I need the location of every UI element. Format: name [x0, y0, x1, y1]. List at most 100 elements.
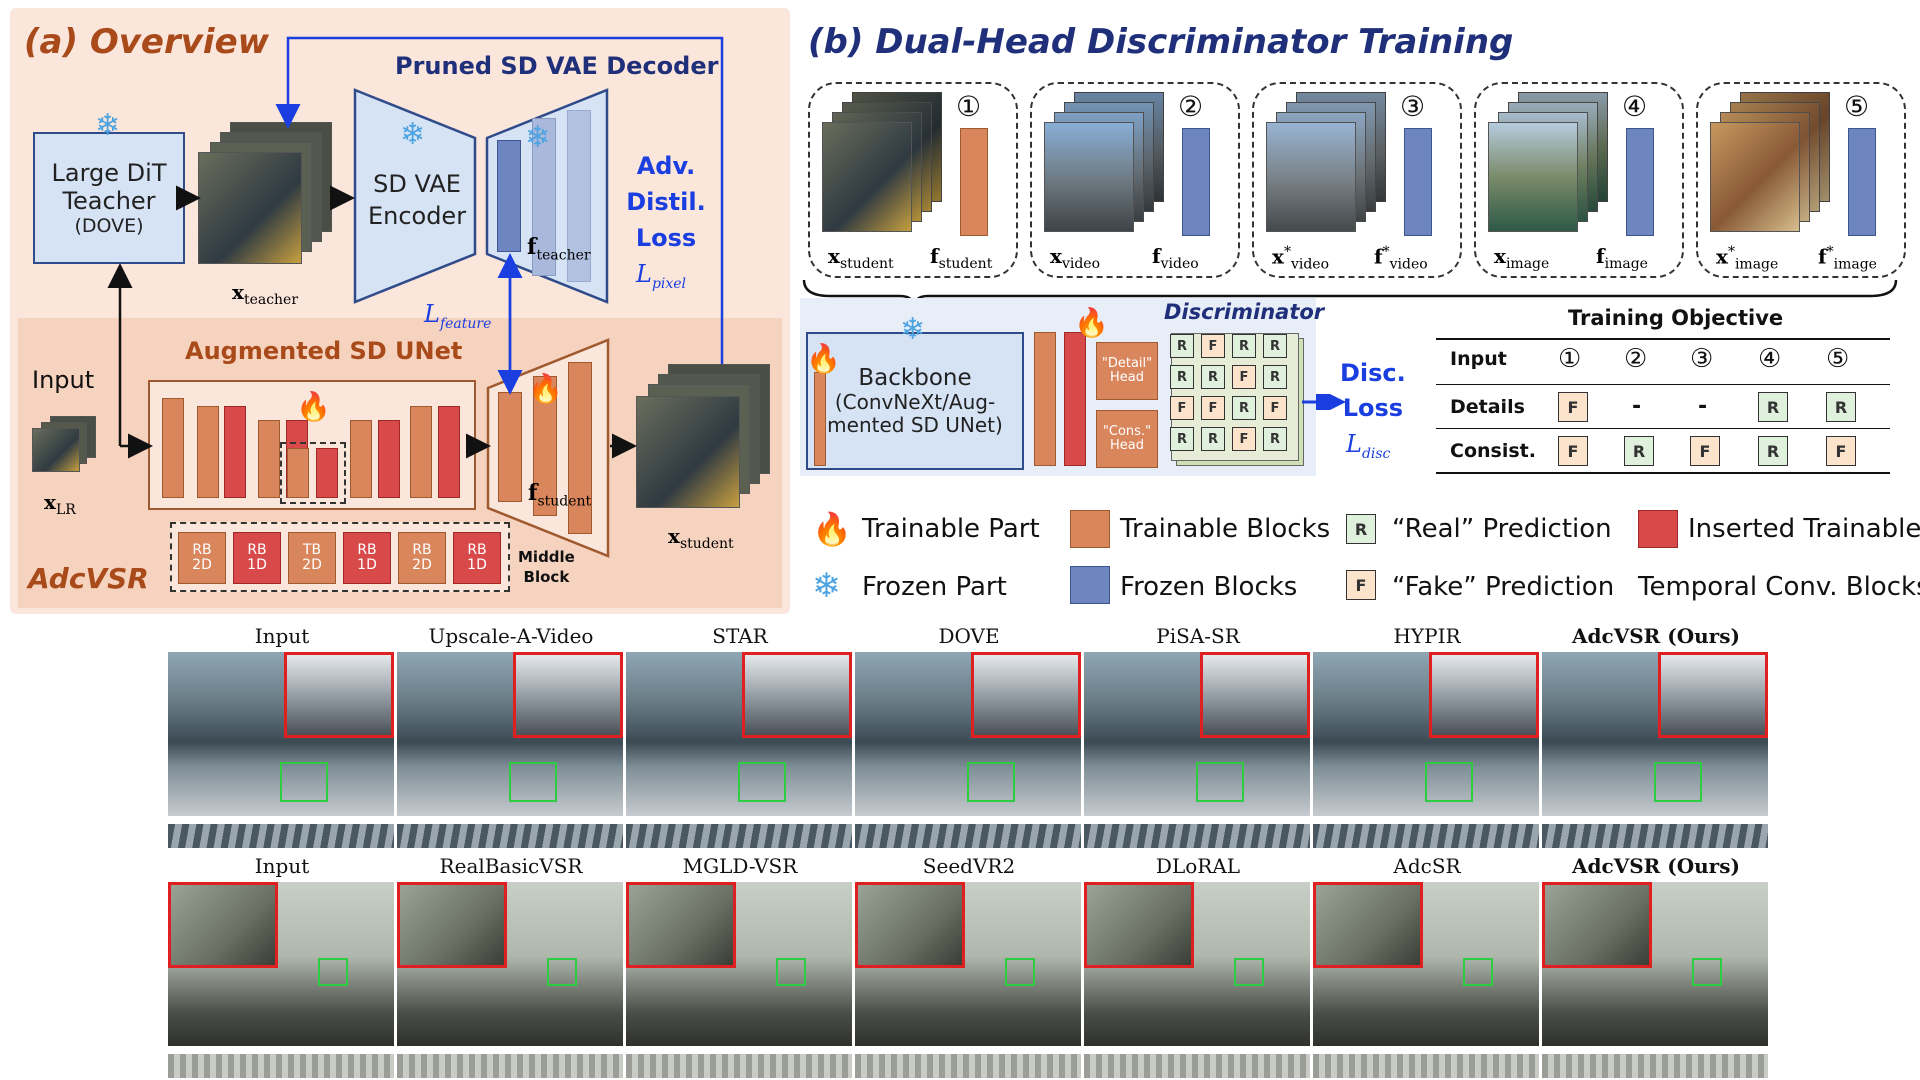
- legend-real-pred: “Real” Prediction: [1392, 514, 1612, 544]
- zoom-region: [1005, 958, 1035, 986]
- input-frames-2: [1044, 92, 1164, 238]
- objective-header-4: ④: [1758, 344, 1782, 374]
- fire-icon: 🔥: [1074, 306, 1109, 339]
- disc-loss: Disc. Loss: [1340, 359, 1406, 422]
- panel-b-title: (b) Dual-Head Discriminator Training: [808, 22, 1514, 62]
- grid-cell: F: [1232, 427, 1256, 451]
- snowflake-icon: ❄: [900, 312, 926, 347]
- input-frames-4: [1488, 92, 1608, 238]
- grid-cell: R: [1263, 365, 1287, 389]
- unet-block: [378, 420, 400, 498]
- zoom-region: [776, 958, 806, 986]
- objective-rule-mid2: [1436, 428, 1890, 429]
- input-frames-1: [822, 92, 942, 238]
- objective-cell: R: [1624, 436, 1654, 466]
- snowflake-icon: ❄: [400, 117, 426, 152]
- objective-cell: F: [1690, 436, 1720, 466]
- L-feature-label: Lfeature: [424, 300, 492, 332]
- disc-block: [1034, 332, 1056, 466]
- L-disc-label: Ldisc: [1346, 430, 1391, 462]
- method-header: HYPIR: [1393, 624, 1461, 648]
- method-header: STAR: [712, 624, 768, 648]
- panel-a-arrows: [107, 36, 724, 459]
- middle-block-outline: [280, 442, 346, 504]
- feature-bar-4: [1626, 128, 1654, 236]
- zoom-region: [1425, 762, 1473, 802]
- grid-cell: R: [1201, 427, 1225, 451]
- unet-block: [224, 406, 246, 498]
- input-group-4: [1474, 82, 1684, 278]
- input-group-1: [808, 82, 1018, 278]
- fire-icon: 🔥: [296, 390, 331, 423]
- temporal-profile: [1313, 824, 1539, 848]
- input-number-3: ③: [1400, 90, 1426, 123]
- detail-head: "Detail" Head: [1096, 342, 1158, 400]
- zoom-region: [1692, 958, 1722, 986]
- temporal-profile: [626, 1054, 852, 1078]
- f-student-block: [498, 392, 522, 502]
- temporal-profile: [168, 1054, 394, 1078]
- zoom-region: [509, 762, 557, 802]
- grid-cell: R: [1170, 365, 1194, 389]
- legend-frozen-blocks: Frozen Blocks: [1120, 572, 1298, 602]
- input-number-5: ⑤: [1844, 90, 1870, 123]
- snowflake-icon: ❄: [812, 566, 841, 606]
- f-teacher-label: fteacher: [527, 234, 591, 264]
- temporal-profile: [855, 824, 1081, 848]
- unet-block: [258, 420, 280, 498]
- adv-distil-loss: Adv. Distil. Loss: [626, 152, 706, 252]
- middle-block-part: [287, 448, 309, 498]
- input-group-5: [1696, 82, 1906, 278]
- temporal-profile: [855, 1054, 1081, 1078]
- legend-frozen-swatch: [1070, 566, 1110, 604]
- L-pixel-label: Lpixel: [636, 260, 687, 292]
- vae-encoder-label: SD VAE Encoder: [367, 170, 467, 231]
- f-student-label: fstudent: [528, 480, 592, 510]
- grid-cell: F: [1201, 396, 1225, 420]
- grid-cell: R: [1232, 334, 1256, 358]
- backbone-box: Backbone (ConvNeXt/Aug- mented SD UNet): [806, 332, 1024, 470]
- teacher-line1: Large DiT: [51, 159, 167, 187]
- legend-real-swatch: R: [1346, 514, 1376, 544]
- legend-trainable-blocks: Trainable Blocks: [1120, 514, 1331, 544]
- decoder-frozen-block: [532, 118, 556, 276]
- temporal-profile: [397, 1054, 623, 1078]
- zoom-region: [1463, 958, 1493, 986]
- backbone-line2: (ConvNeXt/Aug-: [834, 390, 996, 415]
- input-number-1: ①: [956, 90, 982, 123]
- f-label-1: fstudent: [930, 244, 993, 272]
- input-label: Input: [32, 366, 95, 394]
- legend-inserted-swatch: [1638, 510, 1678, 548]
- objective-cell: R: [1758, 436, 1788, 466]
- method-header: SeedVR2: [922, 854, 1016, 878]
- objective-cell: -: [1698, 394, 1708, 419]
- student-decoder-block: [533, 376, 557, 516]
- method-header: AdcVSR (Ours): [1572, 624, 1740, 648]
- snowflake-icon: ❄: [95, 108, 121, 143]
- decoder-frozen-block: [567, 110, 591, 282]
- objective-row-label: Consist.: [1450, 440, 1536, 462]
- zoom-inset: [284, 652, 394, 738]
- zoom-inset: [742, 652, 852, 738]
- fire-icon: 🔥: [528, 372, 563, 405]
- x-teacher-label: xteacher: [232, 280, 299, 308]
- zoom-inset: [1429, 652, 1539, 738]
- vae-encoder-shape: [353, 88, 477, 304]
- backbone-line3: mented SD UNet): [827, 413, 1003, 438]
- disc-arrow: [1302, 394, 1346, 410]
- fire-icon: 🔥: [812, 510, 852, 548]
- disc-block: [1064, 332, 1086, 466]
- grid-cell: R: [1263, 334, 1287, 358]
- feature-bar-3: [1404, 128, 1432, 236]
- method-header: Input: [254, 854, 310, 878]
- objective-cell: F: [1826, 436, 1856, 466]
- zoom-region: [738, 762, 786, 802]
- x-label-2: xvideo: [1050, 244, 1100, 272]
- objective-header-5: ⑤: [1826, 344, 1850, 374]
- f-teacher-block: [497, 140, 521, 252]
- zoom-inset: [1658, 652, 1768, 738]
